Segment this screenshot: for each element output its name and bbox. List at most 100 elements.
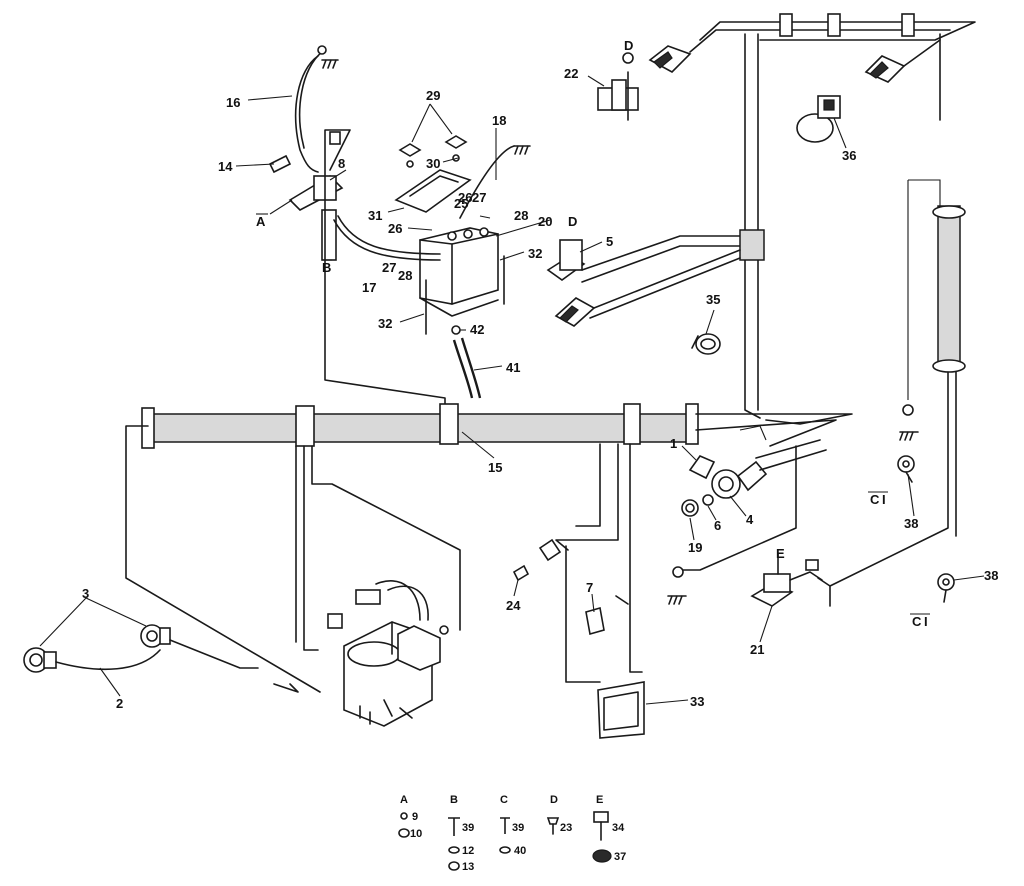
part-21-switch bbox=[750, 553, 831, 607]
callout-18: 18 bbox=[492, 113, 506, 128]
callout-42: 42 bbox=[470, 322, 484, 337]
lamp-sockets-3 bbox=[23, 624, 171, 673]
callout-19: 19 bbox=[688, 540, 702, 555]
leader-lines bbox=[39, 75, 985, 705]
part-41-vent-tube bbox=[452, 337, 482, 399]
letter-b: B bbox=[322, 260, 331, 275]
legend-group-e-letter: E bbox=[596, 794, 603, 806]
letter-c-upper: C bbox=[870, 492, 880, 507]
top-connector-right bbox=[864, 39, 941, 83]
callout-35: 35 bbox=[706, 292, 720, 307]
right-vertical-sheath bbox=[829, 179, 966, 607]
callout-29: 29 bbox=[426, 88, 440, 103]
callout-labels: 16 14 8 29 30 18 31 25 26 27 28 20 26 27… bbox=[82, 66, 998, 711]
lamp-wire-2 bbox=[55, 639, 299, 693]
letter-labels: A B D D E C I C I bbox=[256, 38, 930, 629]
part-33-module bbox=[597, 681, 645, 739]
callout-24: 24 bbox=[506, 598, 521, 613]
callout-27-lower: 27 bbox=[382, 260, 396, 275]
callout-31: 31 bbox=[368, 208, 382, 223]
callout-33: 33 bbox=[690, 694, 704, 709]
part-14-clip bbox=[268, 154, 292, 174]
callout-28-lower: 28 bbox=[398, 268, 412, 283]
part-8-solenoid-bracket bbox=[288, 129, 446, 409]
part-7-clip bbox=[585, 606, 605, 636]
callout-20: 20 bbox=[538, 214, 552, 229]
callout-32-right: 32 bbox=[528, 246, 542, 261]
letter-c-lower: C bbox=[912, 614, 922, 629]
callout-5: 5 bbox=[606, 234, 613, 249]
left-harness-drops bbox=[125, 425, 461, 693]
part-22-switch bbox=[597, 52, 639, 121]
legend-e-item-37: 37 bbox=[614, 851, 626, 863]
callout-6: 6 bbox=[714, 518, 721, 533]
legend-d-item-23: 23 bbox=[560, 822, 572, 834]
callout-27-upper: 27 bbox=[472, 190, 486, 205]
plug-connector-5 bbox=[554, 249, 741, 327]
callout-17: 17 bbox=[362, 280, 376, 295]
legend-a-item-10: 10 bbox=[410, 828, 422, 840]
main-harness-15 bbox=[141, 403, 853, 449]
upper-harness bbox=[689, 13, 976, 419]
callout-15: 15 bbox=[488, 460, 502, 475]
callout-30: 30 bbox=[426, 156, 440, 171]
hold-down-rods-32 bbox=[425, 255, 505, 335]
wire-to-4 bbox=[667, 445, 797, 605]
callout-3: 3 bbox=[82, 586, 89, 601]
ground-wire-16 bbox=[294, 45, 339, 173]
callout-25: 25 bbox=[454, 196, 468, 211]
callout-2: 2 bbox=[116, 696, 123, 711]
svg-text:I: I bbox=[924, 614, 928, 629]
battery-cables-17 bbox=[333, 145, 531, 261]
svg-text:I: I bbox=[882, 492, 886, 507]
part-35-ring-clip bbox=[691, 333, 721, 355]
part-24-terminal bbox=[512, 564, 530, 582]
part-6-washer bbox=[702, 494, 714, 506]
callout-22: 22 bbox=[564, 66, 578, 81]
legend-b-item-39: 39 bbox=[462, 822, 474, 834]
callout-14: 14 bbox=[218, 159, 233, 174]
part-36-connector-loop bbox=[796, 95, 841, 143]
callout-16: 16 bbox=[226, 95, 240, 110]
callout-1: 1 bbox=[670, 436, 677, 451]
top-connector-left bbox=[648, 45, 692, 73]
letter-d-relay: D bbox=[568, 214, 577, 229]
engine-housing bbox=[327, 580, 449, 727]
callout-41: 41 bbox=[506, 360, 520, 375]
legend-group-a-letter: A bbox=[400, 794, 408, 806]
part-4-ignition-switch bbox=[711, 439, 827, 499]
letter-d-top: D bbox=[624, 38, 633, 53]
battery-cover-31 bbox=[394, 169, 472, 213]
callout-26-lower: 26 bbox=[388, 221, 402, 236]
callout-28-upper: 28 bbox=[514, 208, 528, 223]
battery-20 bbox=[419, 227, 499, 317]
center-harness-drops bbox=[555, 443, 643, 683]
letter-a: A bbox=[256, 214, 266, 229]
part-1-switch bbox=[688, 455, 716, 480]
callout-36: 36 bbox=[842, 148, 856, 163]
part-38-terminal-lower bbox=[937, 573, 955, 603]
callout-26-upper: 26 bbox=[458, 190, 472, 205]
part-42-nut bbox=[451, 325, 461, 335]
legend-b-item-12: 12 bbox=[462, 845, 474, 857]
callout-38-upper: 38 bbox=[904, 516, 918, 531]
part-5-relay bbox=[546, 229, 765, 283]
callout-7: 7 bbox=[586, 580, 593, 595]
callout-32-left: 32 bbox=[378, 316, 392, 331]
legend-e-item-34: 34 bbox=[612, 822, 625, 834]
letter-e: E bbox=[776, 546, 785, 561]
legend-c-item-39: 39 bbox=[512, 822, 524, 834]
legend-group-d-letter: D bbox=[550, 794, 558, 806]
legend-group-b-letter: B bbox=[450, 794, 458, 806]
legend-group-c-letter: C bbox=[500, 794, 508, 806]
legend-a-item-9: 9 bbox=[412, 811, 418, 823]
part-19-nut bbox=[681, 499, 699, 517]
legend-b-item-13: 13 bbox=[462, 861, 474, 873]
hardware-legend: A 9 10 B 39 12 13 C 39 40 D 23 E 34 37 bbox=[398, 794, 626, 873]
connector-near-24 bbox=[538, 538, 562, 562]
legend-c-item-40: 40 bbox=[514, 845, 526, 857]
callout-4: 4 bbox=[746, 512, 754, 527]
callout-21: 21 bbox=[750, 642, 764, 657]
part-38-terminal-upper bbox=[897, 455, 915, 483]
